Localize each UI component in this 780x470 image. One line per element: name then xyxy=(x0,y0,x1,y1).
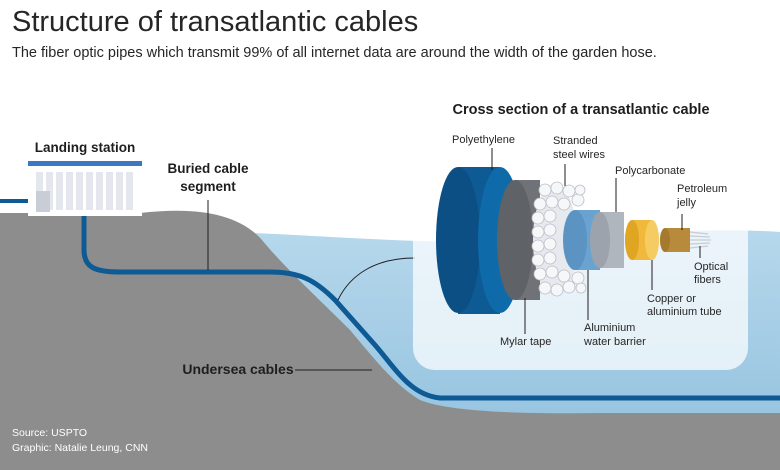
label-optical-1: Optical xyxy=(694,261,728,273)
buried-cable-label-line2: segment xyxy=(180,179,236,194)
cross-section-title: Cross section of a transatlantic cable xyxy=(452,102,709,118)
source-credit: Source: USPTO xyxy=(12,427,87,439)
page-title: Structure of transatlantic cables xyxy=(12,6,419,38)
graphic-credit: Graphic: Natalie Leung, CNN xyxy=(12,442,148,454)
label-copper-2: aluminium tube xyxy=(647,306,722,318)
label-polycarbonate: Polycarbonate xyxy=(615,165,685,177)
label-petroleum-2: jelly xyxy=(676,197,696,209)
label-stranded-2: steel wires xyxy=(553,149,605,161)
label-copper-1: Copper or xyxy=(647,293,696,305)
buried-cable-label-line1: Buried cable xyxy=(167,161,249,176)
label-polyethylene: Polyethylene xyxy=(452,134,515,146)
label-optical-2: fibers xyxy=(694,274,721,286)
landing-station-building xyxy=(28,161,142,216)
ground-shelf xyxy=(0,210,780,470)
label-mylar: Mylar tape xyxy=(500,336,551,348)
page-subtitle: The fiber optic pipes which transmit 99%… xyxy=(12,45,657,61)
label-aluminium-2: water barrier xyxy=(583,336,646,348)
cable-cross-section xyxy=(436,167,711,314)
landing-station-label: Landing station xyxy=(35,140,136,155)
undersea-cables-label: Undersea cables xyxy=(182,361,293,377)
label-stranded-1: Stranded xyxy=(553,135,598,147)
cable-line xyxy=(81,211,780,401)
cross-section-leader xyxy=(337,257,416,301)
label-aluminium-1: Aluminium xyxy=(584,322,635,334)
layer-leaders xyxy=(491,148,701,334)
label-petroleum-1: Petroleum xyxy=(677,183,727,195)
